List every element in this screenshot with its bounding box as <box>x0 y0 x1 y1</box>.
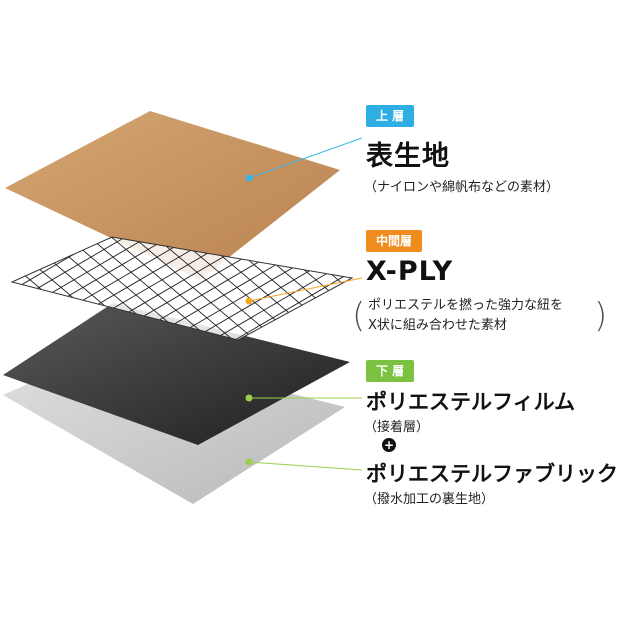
fabric-title: ポリエステルファブリック <box>366 462 618 486</box>
leader-fabric <box>245 458 363 471</box>
middle-layer-title: X-PLY <box>366 256 454 287</box>
plus-icon: + <box>382 438 396 452</box>
bottom-layer-badge: 下 層 <box>366 360 415 382</box>
middle-layer-badge: 中間層 <box>366 230 423 252</box>
middle-layer-description-1: ポリエステルを撚った強力な紐を <box>368 298 564 313</box>
leader-film <box>245 394 362 402</box>
film-layer <box>3 303 350 445</box>
fabric-subtitle: （撥水加工の裏生地） <box>364 492 495 507</box>
top-layer-subtitle: （ナイロンや綿帆布などの素材） <box>364 180 560 195</box>
description-open-paren: ( <box>352 296 366 336</box>
film-subtitle: （接着層） <box>364 420 430 435</box>
middle-layer-description-2: X状に組み合わせた素材 <box>368 318 507 333</box>
top-layer-title: 表生地 <box>366 141 450 172</box>
top-fabric-layer <box>5 111 340 280</box>
description-close-paren: ) <box>594 296 608 336</box>
top-layer-badge: 上 層 <box>366 105 415 127</box>
leader-middle <box>245 277 363 305</box>
film-title: ポリエステルフィルム <box>366 390 576 414</box>
leader-top <box>245 137 363 182</box>
